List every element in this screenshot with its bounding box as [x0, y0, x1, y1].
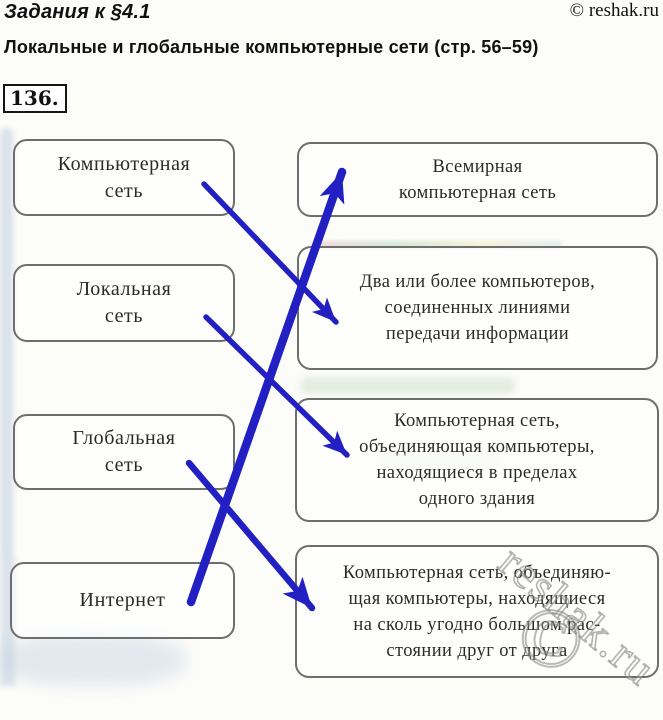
term-line: Локальная [76, 278, 172, 300]
section-subtitle: Локальные и глобальные компьютерные сети… [4, 37, 539, 57]
worksheet-page: { "page": { "title": "Задания к §4.1", "… [0, 0, 663, 696]
term-box-global-network: Глобальная сеть [13, 414, 235, 490]
definition-box-one-building: Компьютерная сеть, объединяющая компьюте… [295, 398, 659, 522]
term-line: Интернет [79, 589, 166, 611]
definition-line: компьютерная сеть [398, 182, 557, 203]
scan-artifact [0, 634, 185, 686]
definition-line: Два или более компьютеров, [359, 272, 596, 292]
term-line: сеть [104, 305, 144, 327]
definition-line: находящиеся в пределах [376, 463, 578, 483]
term-box-local-network: Локальная сеть [13, 264, 235, 342]
term-box-internet: Интернет [10, 562, 235, 639]
term-line: Глобальная [72, 427, 176, 449]
definition-line: Компьютерная сеть, объединяю- [342, 562, 612, 583]
term-line: Компьютерная [57, 152, 191, 175]
term-line: сеть [104, 179, 144, 202]
exercise-number: 136. [3, 84, 67, 113]
copyright-note: © reshak.ru [569, 0, 659, 21]
definition-line: на сколь угодно большом рас- [353, 614, 601, 635]
definition-line: стоянии друг от друга [386, 640, 568, 661]
definition-line: передачи информации [385, 324, 570, 344]
definition-line: щая компьютеры, находящиеся [348, 588, 606, 609]
page-title: Задания к §4.1 [4, 1, 151, 23]
definition-line: Компьютерная сеть, [394, 411, 560, 431]
definition-line: соединенных линиями [384, 298, 571, 318]
definition-box-any-distance: Компьютерная сеть, объединяю- щая компью… [295, 545, 659, 678]
definition-box-two-or-more-computers: Два или более компьютеров, соединенных л… [297, 246, 658, 370]
definition-line: Всемирная [432, 156, 523, 177]
definition-line: объединяющая компьютеры, [359, 437, 595, 457]
term-line: сеть [104, 454, 144, 476]
definition-box-worldwide-network: Всемирная компьютерная сеть [297, 142, 658, 217]
definition-line: одного здания [418, 489, 536, 509]
scan-artifact [0, 128, 13, 558]
arrow-internet-to-worldwide-network [186, 167, 347, 607]
term-box-computer-network: Компьютерная сеть [13, 139, 235, 216]
scan-artifact [300, 378, 515, 393]
